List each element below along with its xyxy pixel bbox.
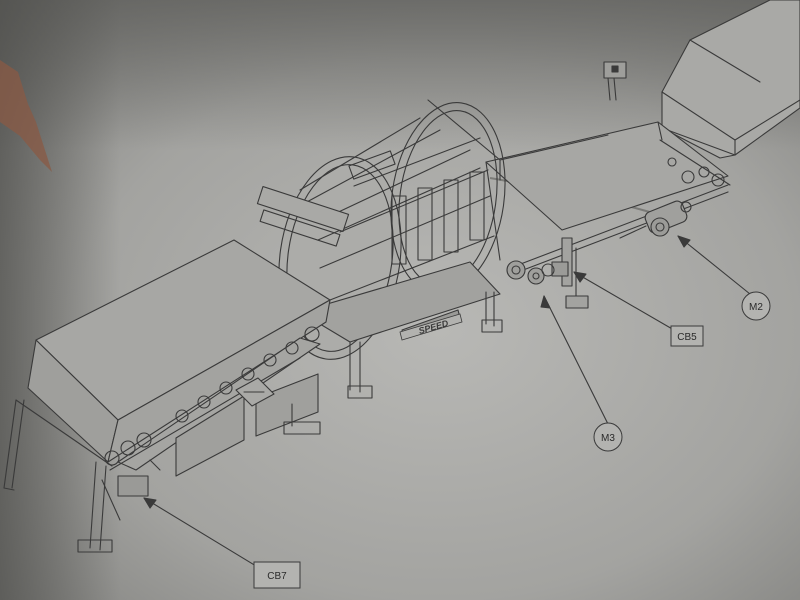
right-conveyor bbox=[485, 121, 731, 273]
m3-drive bbox=[506, 260, 555, 285]
callout-m3-label: M3 bbox=[601, 433, 615, 444]
cb7-box bbox=[117, 475, 149, 497]
right-housing bbox=[661, 0, 800, 159]
callout-m3: M3 bbox=[593, 422, 623, 452]
cb5-post bbox=[551, 237, 589, 309]
paper-torn-edge bbox=[0, 60, 52, 172]
left-housing bbox=[3, 239, 331, 491]
left-diamond-logo bbox=[235, 377, 275, 407]
callout-cb5-label: CB5 bbox=[677, 332, 697, 343]
machine-drawing bbox=[3, 0, 800, 567]
left-roller-bed bbox=[104, 326, 321, 471]
callout-leaders bbox=[143, 235, 751, 567]
callout-m2: M2 bbox=[741, 291, 771, 321]
callout-cb5: CB5 bbox=[670, 325, 704, 347]
m2-motor bbox=[619, 200, 692, 239]
callout-m2-label: M2 bbox=[749, 302, 763, 313]
left-legs bbox=[77, 373, 321, 553]
callout-cb7-label: CB7 bbox=[267, 571, 287, 582]
top-control-box bbox=[603, 61, 627, 101]
callout-cb7: CB7 bbox=[253, 561, 301, 589]
